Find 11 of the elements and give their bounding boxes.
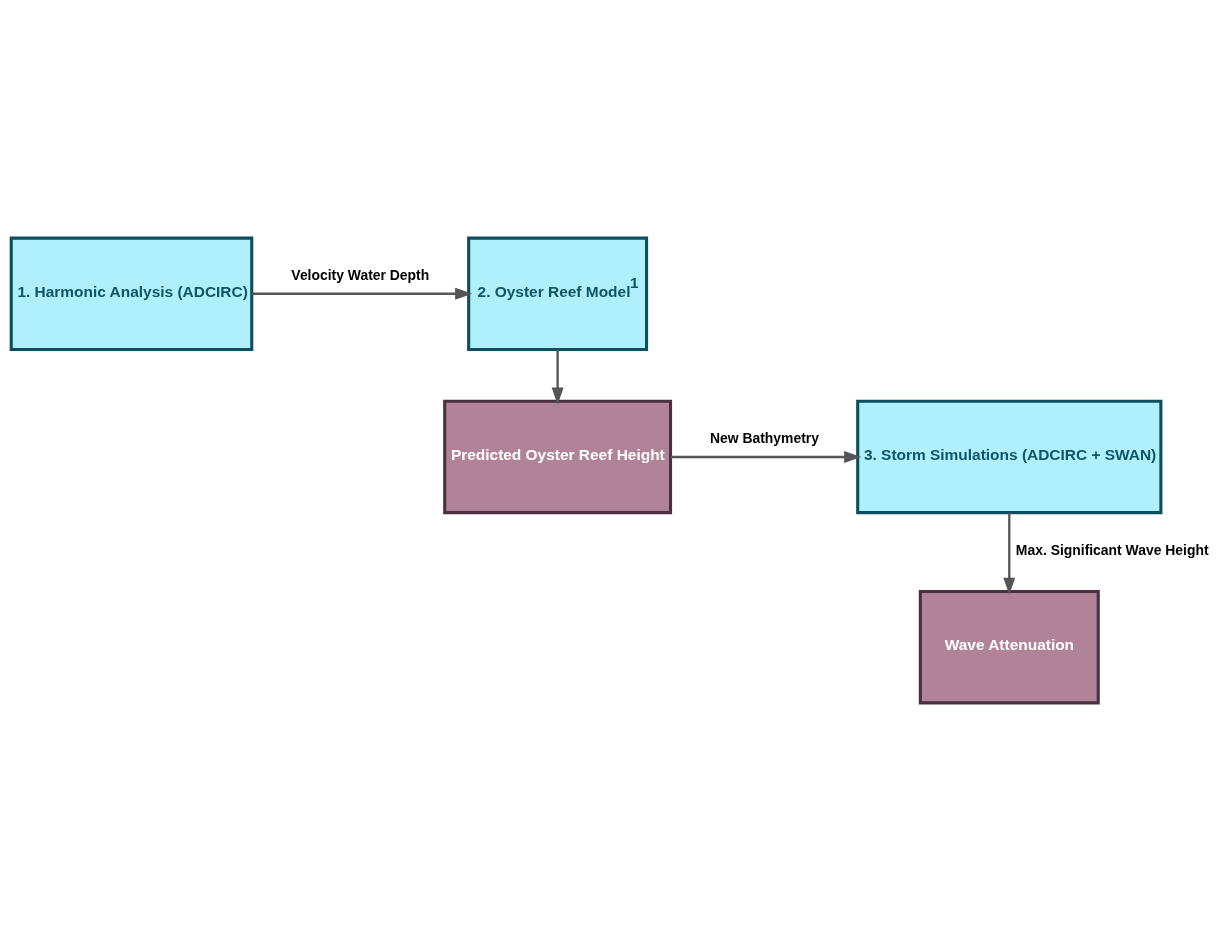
node-box: Predicted Oyster Reef Height — [443, 399, 673, 515]
arrow — [670, 451, 862, 463]
arrow — [251, 287, 473, 300]
arrow — [551, 349, 564, 405]
node-box: 3. Storm Simulations (ADCIRC + SWAN) — [856, 399, 1163, 515]
edge-label: Max. Significant Wave Height — [1015, 541, 1209, 558]
node-box: 1. Harmonic Analysis (ADCIRC) — [9, 236, 254, 351]
edge-label: Velocity Water Depth — [291, 267, 430, 284]
node-box: Wave Attenuation — [918, 590, 1100, 705]
edge-label: New Bathymetry — [709, 430, 819, 447]
arrow — [1003, 512, 1016, 595]
